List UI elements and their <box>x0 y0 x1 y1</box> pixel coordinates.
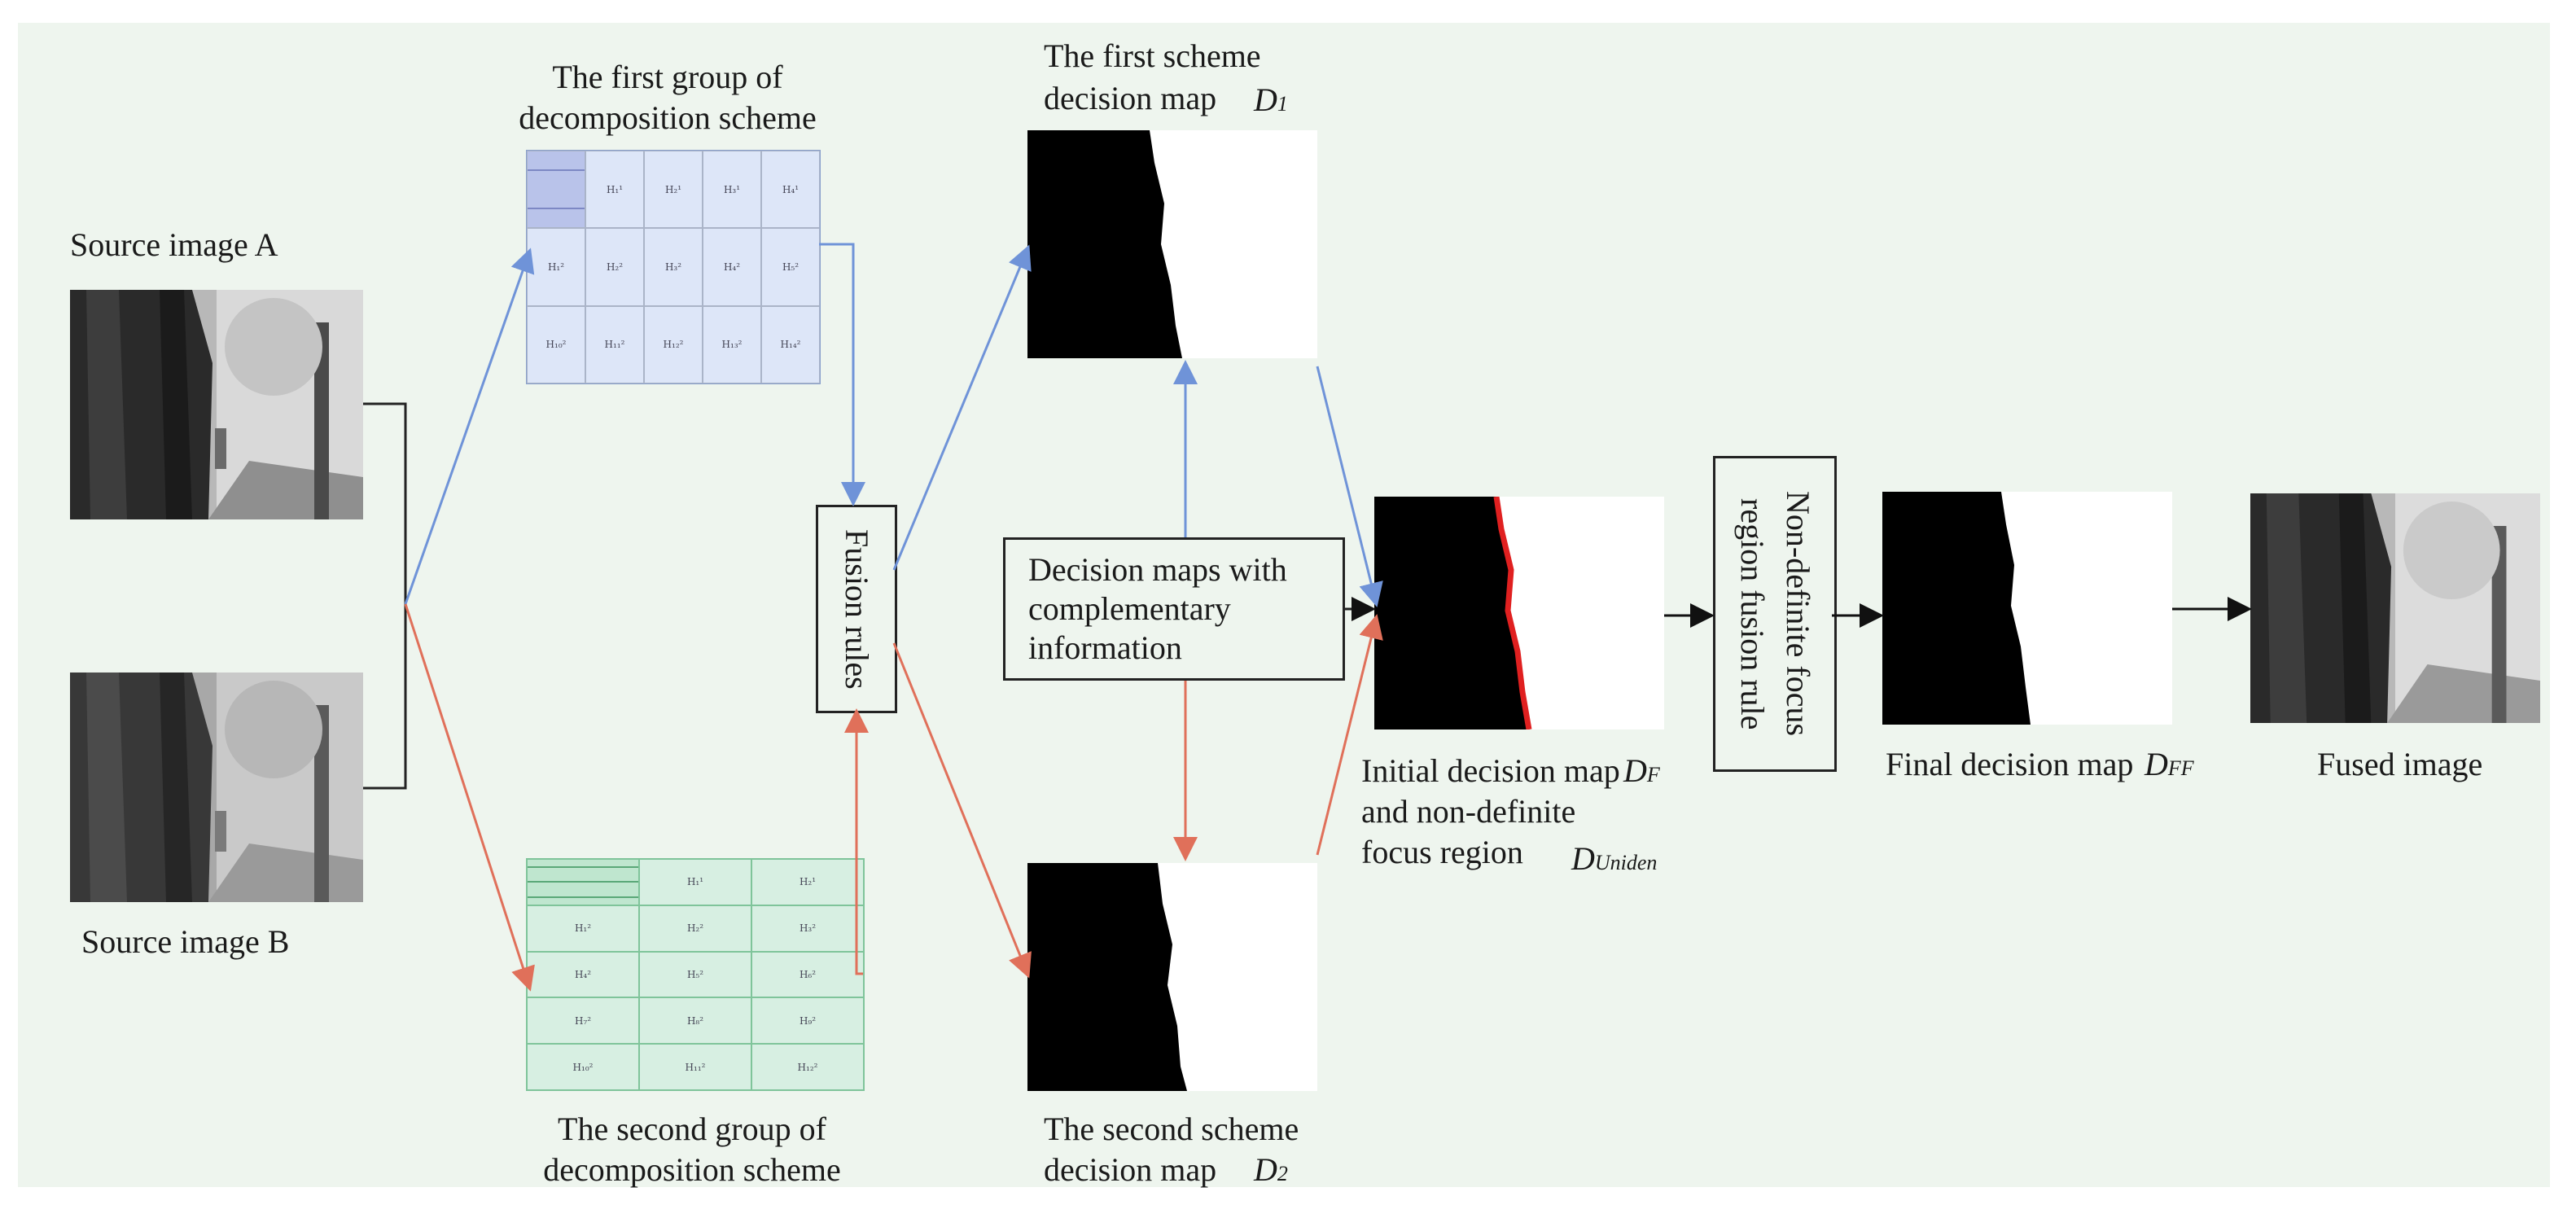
group1-decomposition-grid: H₁¹ H₂¹ H₃¹ H₄¹ H₁² H₂² H₃² H₄² H₅² H₁₀²… <box>526 150 821 384</box>
group2-title-line1: The second group of <box>558 1111 826 1147</box>
initial-symbol-df: DF <box>1623 752 1660 789</box>
d2-title-line1: The second scheme <box>1044 1111 1299 1147</box>
initial-line1: Initial decision map <box>1361 752 1620 789</box>
d1-decision-map <box>1027 130 1317 358</box>
group1-cell: H₅² <box>761 228 820 306</box>
group1-cell: H₁₂² <box>644 305 703 383</box>
arrow-to-group2 <box>404 603 535 992</box>
arrow-to-group1 <box>404 248 535 605</box>
group2-cell: H₆² <box>751 951 864 998</box>
arrow-fusion-d1 <box>892 244 1032 571</box>
final-label: Final decision map <box>1886 746 2134 782</box>
arrow-group1-fusion <box>819 243 865 506</box>
group2-decomposition-grid: H₁¹ H₂¹ H₁² H₂² H₃² H₄² H₅² H₆² H₇² H₈² … <box>526 858 865 1091</box>
group1-cell: H₁¹ <box>585 151 644 229</box>
complementary-line2: complementary <box>1028 590 1231 627</box>
initial-symbol-duniden: DUniden <box>1571 840 1658 877</box>
group1-cell: H₁₃² <box>703 305 761 383</box>
d2-symbol: D2 <box>1254 1151 1288 1188</box>
source-image-a <box>70 290 363 519</box>
fusion-rules-label: Fusion rules <box>839 528 875 690</box>
arrow-fusion-d2 <box>892 642 1032 979</box>
group2-cell: H₇² <box>527 997 639 1045</box>
d1-title-line1: The first scheme <box>1044 37 1261 74</box>
group1-cell: H₄² <box>703 228 761 306</box>
complementary-info-box: Decision maps with complementary informa… <box>1003 537 1345 681</box>
group1-cell: H₁₁² <box>585 305 644 383</box>
group2-cell: H₈² <box>639 997 751 1045</box>
group1-title-line1: The first group of <box>552 59 783 95</box>
initial-line3: focus region <box>1361 834 1523 870</box>
group2-cell: H₁₂² <box>751 1044 864 1090</box>
group2-cell: H₁¹ <box>639 859 751 905</box>
group1-cell: H₁₀² <box>527 305 585 383</box>
final-decision-map <box>1882 492 2172 725</box>
group1-cell: H₃² <box>644 228 703 306</box>
d1-title-line2: decision map <box>1044 80 1217 116</box>
group2-cell: H₁₁² <box>639 1044 751 1090</box>
arrow-group2-fusion <box>844 708 869 975</box>
group2-cell: H₃² <box>751 905 864 952</box>
arrow-d1-initial <box>1316 366 1383 607</box>
complementary-line1: Decision maps with <box>1028 551 1287 588</box>
group1-cell: H₂¹ <box>644 151 703 229</box>
group1-cell: H₄¹ <box>761 151 820 229</box>
group1-fine-block <box>527 151 585 229</box>
complementary-line3: information <box>1028 629 1182 666</box>
group1-cell: H₂² <box>585 228 644 306</box>
group2-title-line2: decomposition scheme <box>543 1151 841 1188</box>
group2-cell: H₁₀² <box>527 1044 639 1090</box>
arrow-d2-initial <box>1316 614 1383 856</box>
group1-cell: H₃¹ <box>703 151 761 229</box>
final-symbol: DFF <box>2144 746 2194 782</box>
group1-cell: H₁₄² <box>761 305 820 383</box>
initial-decision-map <box>1374 497 1664 729</box>
source-bracket <box>363 402 407 790</box>
source-image-b <box>70 673 363 902</box>
source-image-b-label: Source image B <box>81 923 290 960</box>
source-image-a-label: Source image A <box>70 226 278 263</box>
group2-cell: H₉² <box>751 997 864 1045</box>
group2-cell: H₁² <box>527 905 639 952</box>
group2-fine-block <box>527 859 639 905</box>
group1-title-line2: decomposition scheme <box>519 99 817 136</box>
group2-cell: H₂¹ <box>751 859 864 905</box>
fused-image <box>2250 493 2540 723</box>
d1-symbol: D1 <box>1254 81 1288 118</box>
fused-image-label: Fused image <box>2317 746 2483 782</box>
d2-decision-map <box>1027 863 1317 1091</box>
group2-cell: H₅² <box>639 951 751 998</box>
group2-cell: H₂² <box>639 905 751 952</box>
d2-title-line2: decision map <box>1044 1151 1217 1188</box>
initial-line2: and non-definite <box>1361 793 1576 830</box>
